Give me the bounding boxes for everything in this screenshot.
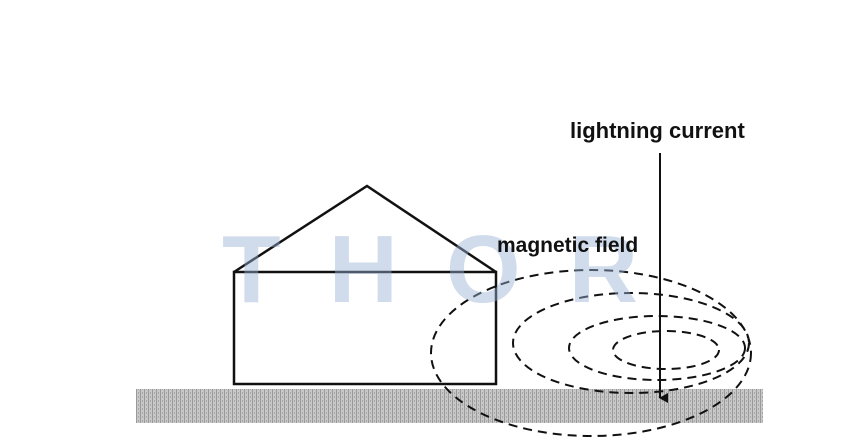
field-ring-2 (512, 292, 750, 394)
field-ring-4 (612, 330, 720, 370)
house-body (232, 270, 498, 386)
lightning-current-label: lightning current (570, 118, 745, 143)
house-roof (233, 184, 497, 274)
thor-watermark: THOR (222, 216, 686, 323)
ground-strip (136, 389, 763, 423)
field-ring-3 (568, 315, 746, 381)
magnetic-field-rings (430, 269, 752, 437)
magnetic-field-label: magnetic field (497, 234, 639, 257)
field-ring-1 (430, 269, 752, 437)
